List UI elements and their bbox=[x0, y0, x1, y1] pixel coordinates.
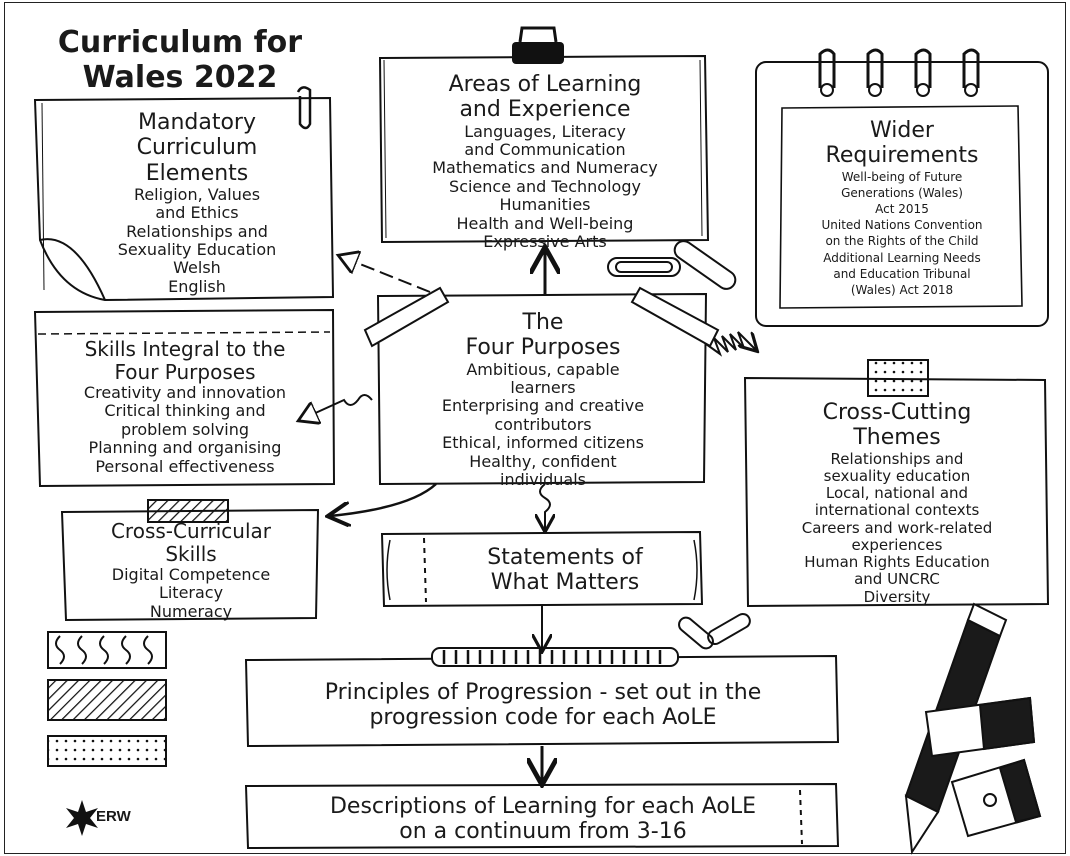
list-item: and Education Tribunal bbox=[833, 266, 971, 281]
erw-logo-text: ERW bbox=[96, 808, 131, 825]
list-item: on the Rights of the Child bbox=[825, 234, 979, 249]
principles-line: progression code for each AoLE bbox=[369, 705, 717, 731]
list-item: Literacy bbox=[158, 583, 224, 603]
list-item: Welsh bbox=[173, 258, 221, 278]
areas-heading: Areas of Learning bbox=[448, 72, 642, 97]
crosscurricular-heading: Cross-Curricular bbox=[110, 519, 272, 543]
purposes-heading: The bbox=[522, 310, 564, 335]
themes-box: Cross-Cutting Themes Relationships and s… bbox=[748, 400, 1046, 606]
mandatory-box: Mandatory Curriculum Elements Religion, … bbox=[72, 110, 322, 296]
wider-heading: Wider bbox=[870, 118, 934, 143]
list-item: learners bbox=[510, 377, 576, 397]
poster-title: Curriculum for Wales 2022 bbox=[57, 25, 303, 95]
list-item: Ambitious, capable bbox=[466, 359, 620, 379]
poster-frame bbox=[4, 2, 1066, 854]
list-item: (Wales) Act 2018 bbox=[850, 282, 954, 297]
list-item: Personal effectiveness bbox=[95, 456, 275, 476]
statements-line: Statements of bbox=[487, 545, 643, 570]
skills-box: Skills Integral to the Four Purposes Cre… bbox=[38, 338, 332, 476]
list-item: Planning and organising bbox=[88, 438, 282, 458]
list-item: Ethical, informed citizens bbox=[442, 433, 644, 453]
list-item: and UNCRC bbox=[854, 570, 940, 589]
statements-box: Statements of What Matters bbox=[430, 545, 700, 596]
list-item: United Nations Convention bbox=[821, 218, 983, 233]
list-item: Healthy, confident bbox=[469, 451, 617, 471]
list-item: international contexts bbox=[814, 501, 980, 520]
wider-box: Wider Requirements Well-being of Future … bbox=[782, 118, 1022, 298]
themes-heading: Cross-Cutting bbox=[822, 400, 972, 425]
list-item: and Communication bbox=[464, 139, 626, 159]
list-item: Act 2015 bbox=[875, 201, 929, 216]
list-item: Relationships and bbox=[126, 221, 268, 241]
list-item: Religion, Values bbox=[133, 184, 261, 204]
list-item: Additional Learning Needs bbox=[823, 250, 981, 265]
list-item: Sexuality Education bbox=[117, 240, 277, 260]
list-item: experiences bbox=[851, 535, 943, 554]
descriptions-line: Descriptions of Learning for each AoLE bbox=[329, 794, 757, 819]
list-item: Diversity bbox=[863, 587, 931, 606]
list-item: Local, national and bbox=[825, 484, 969, 503]
list-item: Humanities bbox=[499, 195, 591, 215]
list-item: Creativity and innovation bbox=[83, 383, 287, 402]
areas-box: Areas of Learning and Experience Languag… bbox=[385, 72, 705, 251]
list-item: sexuality education bbox=[823, 466, 971, 485]
list-item: Enterprising and creative bbox=[441, 396, 645, 416]
list-item: Mathematics and Numeracy bbox=[432, 158, 658, 178]
list-item: Critical thinking and bbox=[104, 401, 266, 421]
descriptions-box: Descriptions of Learning for each AoLE o… bbox=[250, 794, 836, 845]
list-item: Well-being of Future bbox=[841, 169, 963, 184]
list-item: problem solving bbox=[120, 419, 250, 439]
list-item: Careers and work-related bbox=[801, 518, 993, 537]
list-item: English bbox=[168, 276, 226, 296]
list-item: contributors bbox=[494, 414, 592, 434]
purposes-box: The Four Purposes Ambitious, capable lea… bbox=[382, 310, 704, 489]
list-item: individuals bbox=[500, 469, 586, 489]
list-item: Numeracy bbox=[149, 601, 233, 621]
list-item: Expressive Arts bbox=[483, 231, 607, 251]
statements-line: What Matters bbox=[490, 570, 640, 596]
mandatory-heading: Mandatory bbox=[137, 110, 256, 135]
descriptions-line: on a continuum from 3-16 bbox=[399, 819, 687, 845]
principles-box: Principles of Progression - set out in t… bbox=[250, 680, 836, 731]
skills-heading: Skills Integral to the bbox=[84, 337, 286, 361]
list-item: Science and Technology bbox=[449, 176, 641, 196]
list-item: Languages, Literacy bbox=[464, 121, 626, 141]
list-item: Generations (Wales) bbox=[841, 185, 963, 200]
principles-line: Principles of Progression - set out in t… bbox=[324, 680, 762, 705]
list-item: Human Rights Education bbox=[804, 553, 990, 572]
list-item: Relationships and bbox=[830, 449, 964, 468]
crosscurricular-box: Cross-Curricular Skills Digital Competen… bbox=[64, 520, 318, 621]
list-item: Health and Well-being bbox=[456, 213, 634, 233]
list-item: and Ethics bbox=[155, 203, 239, 223]
list-item: Digital Competence bbox=[111, 565, 271, 584]
